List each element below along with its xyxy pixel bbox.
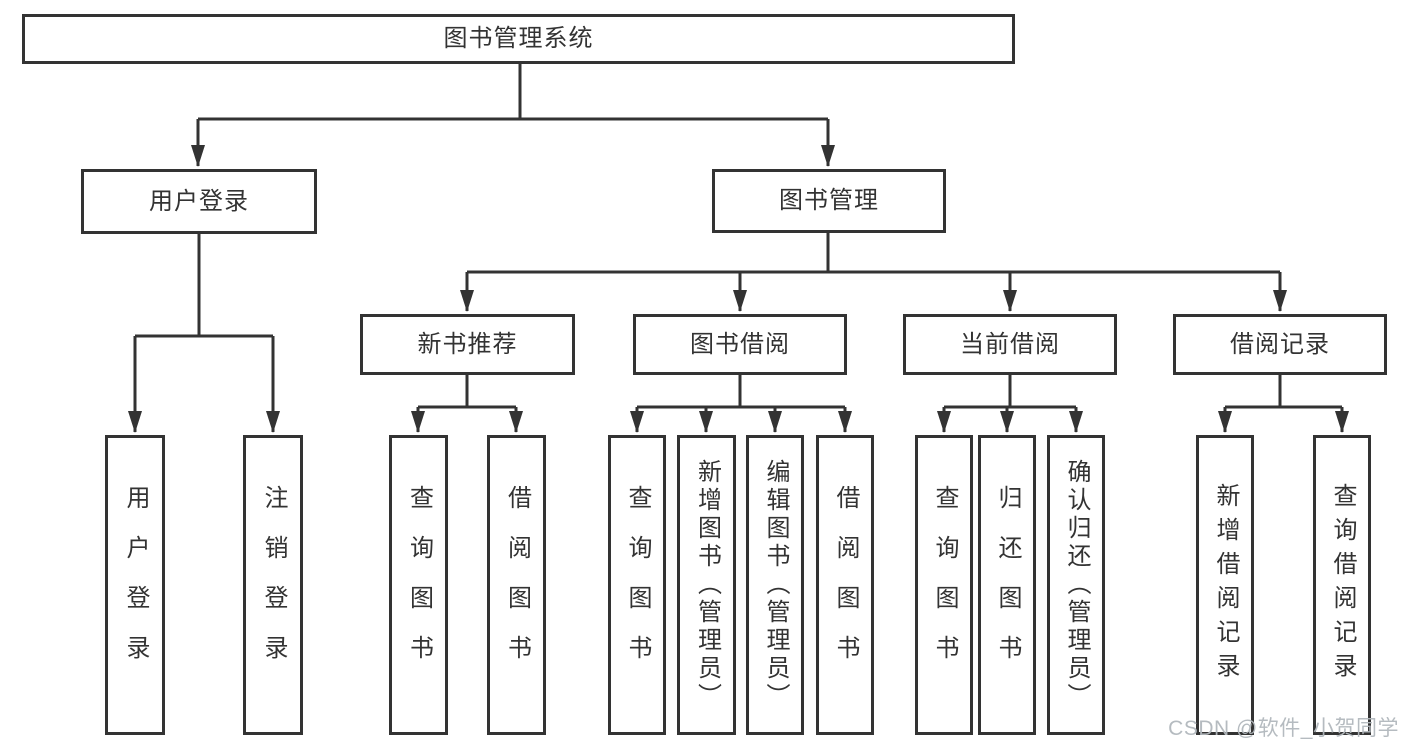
leaf-query-books: 查询图书 (608, 435, 666, 735)
leaf-borrow-books: 借阅图书 (487, 435, 546, 735)
leaf-add-book-admin: 新增图书（管理员） (677, 435, 736, 735)
leaf-return-books: 归还图书 (978, 435, 1036, 735)
node-label: 新增借阅记录 (1212, 483, 1239, 687)
node-label: 用户登录 (122, 485, 149, 685)
node-label: 查询图书 (405, 485, 433, 685)
node-label: 图书管理系统 (443, 25, 594, 52)
node-label: 借阅记录 (1230, 330, 1330, 358)
node-label: 查询图书 (624, 485, 651, 685)
node-label: 归还图书 (994, 485, 1021, 685)
node-label: 注销登录 (260, 485, 287, 685)
node-book-management: 图书管理 (712, 169, 946, 233)
node-label: 确认归还（管理员） (1063, 459, 1090, 711)
leaf-confirm-return-admin: 确认归还（管理员） (1047, 435, 1105, 735)
csdn-watermark: CSDN @软件_小贺同学 (1168, 717, 1399, 740)
node-book-borrowing: 图书借阅 (633, 314, 847, 375)
node-user-login: 用户登录 (81, 169, 317, 234)
node-label: 当前借阅 (960, 330, 1060, 358)
leaf-query-borrow-record: 查询借阅记录 (1313, 435, 1371, 735)
node-label: 图书借阅 (690, 330, 790, 358)
leaf-borrow-books: 借阅图书 (816, 435, 874, 735)
node-borrowing-records: 借阅记录 (1173, 314, 1387, 375)
node-label: 图书管理 (779, 187, 879, 214)
leaf-add-borrow-record: 新增借阅记录 (1196, 435, 1254, 735)
node-label: 借阅图书 (503, 485, 531, 685)
node-label: 查询借阅记录 (1329, 483, 1356, 687)
node-label: 用户登录 (149, 187, 249, 215)
node-label: 查询图书 (931, 485, 958, 685)
node-label: 新增图书（管理员） (693, 459, 721, 711)
node-library-management-system: 图书管理系统 (22, 14, 1015, 64)
leaf-query-books: 查询图书 (389, 435, 448, 735)
leaf-edit-book-admin: 编辑图书（管理员） (746, 435, 804, 735)
leaf-query-books: 查询图书 (915, 435, 973, 735)
node-label: 新书推荐 (417, 330, 518, 358)
leaf-logout: 注销登录 (243, 435, 303, 735)
node-label: 借阅图书 (832, 485, 859, 685)
node-label: 编辑图书（管理员） (762, 459, 789, 711)
leaf-user-login: 用户登录 (105, 435, 165, 735)
node-current-borrowing: 当前借阅 (903, 314, 1117, 375)
node-new-book-recommendation: 新书推荐 (360, 314, 575, 375)
